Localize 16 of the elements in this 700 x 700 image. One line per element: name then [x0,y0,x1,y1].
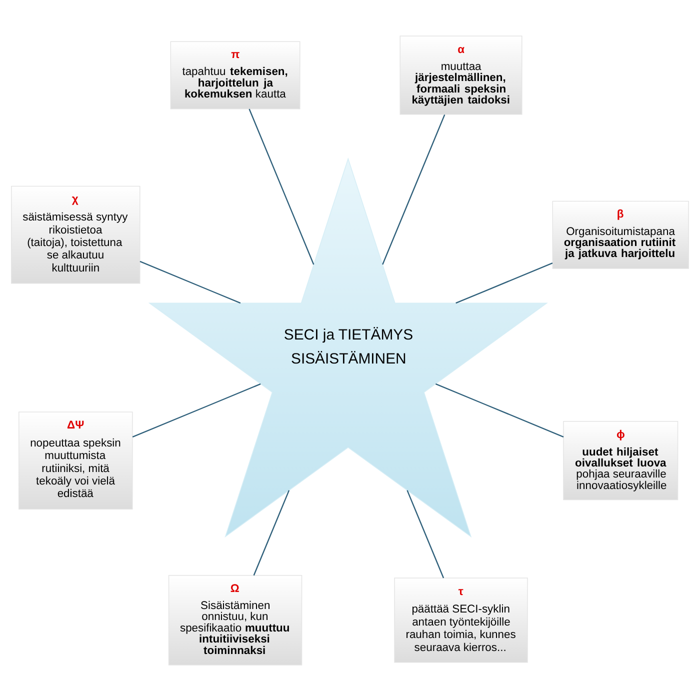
node-box: π tapahtuu tekemisen, harjoittelun ja kokemuksen kautta [170,40,300,109]
node-box: α muuttaa järjestelmällinen, formaali speksin käyttäjien taidoksi [400,35,522,114]
connector [406,490,444,578]
connector [435,382,564,437]
connector [456,262,553,304]
connector [248,108,314,264]
node-box: ΔΨ nopeuttaa speksin muuttumista rutiiniksi, mitä tekoäly voi vielä edistää [18,411,133,509]
connector [132,382,261,438]
connector [253,490,290,576]
node-box: χ säistämisessä syntyy rikoistietoa (taitoja), toistettuna se alkautuu kulttuuriin [11,185,140,284]
node-box: τ päättää SECI-syklin antaen työntekijöille rauhan toimia, kunnes seuraava kierros... [394,577,528,662]
connector [140,260,241,304]
node-box: Ω Sisäistäminen onnistuu, kun spesifikaatio muuttuu intuitiiviseksi toiminnaksi [168,574,302,665]
node-box: β Organisoitumistapana organisaation rutiinit ja jatkuva harjoittelu [552,200,689,268]
connector [382,114,446,264]
node-box: ϕ uudet hiljaiset oivallukset luova pohjaa seuraaville innovaatiosykleille [563,420,678,500]
